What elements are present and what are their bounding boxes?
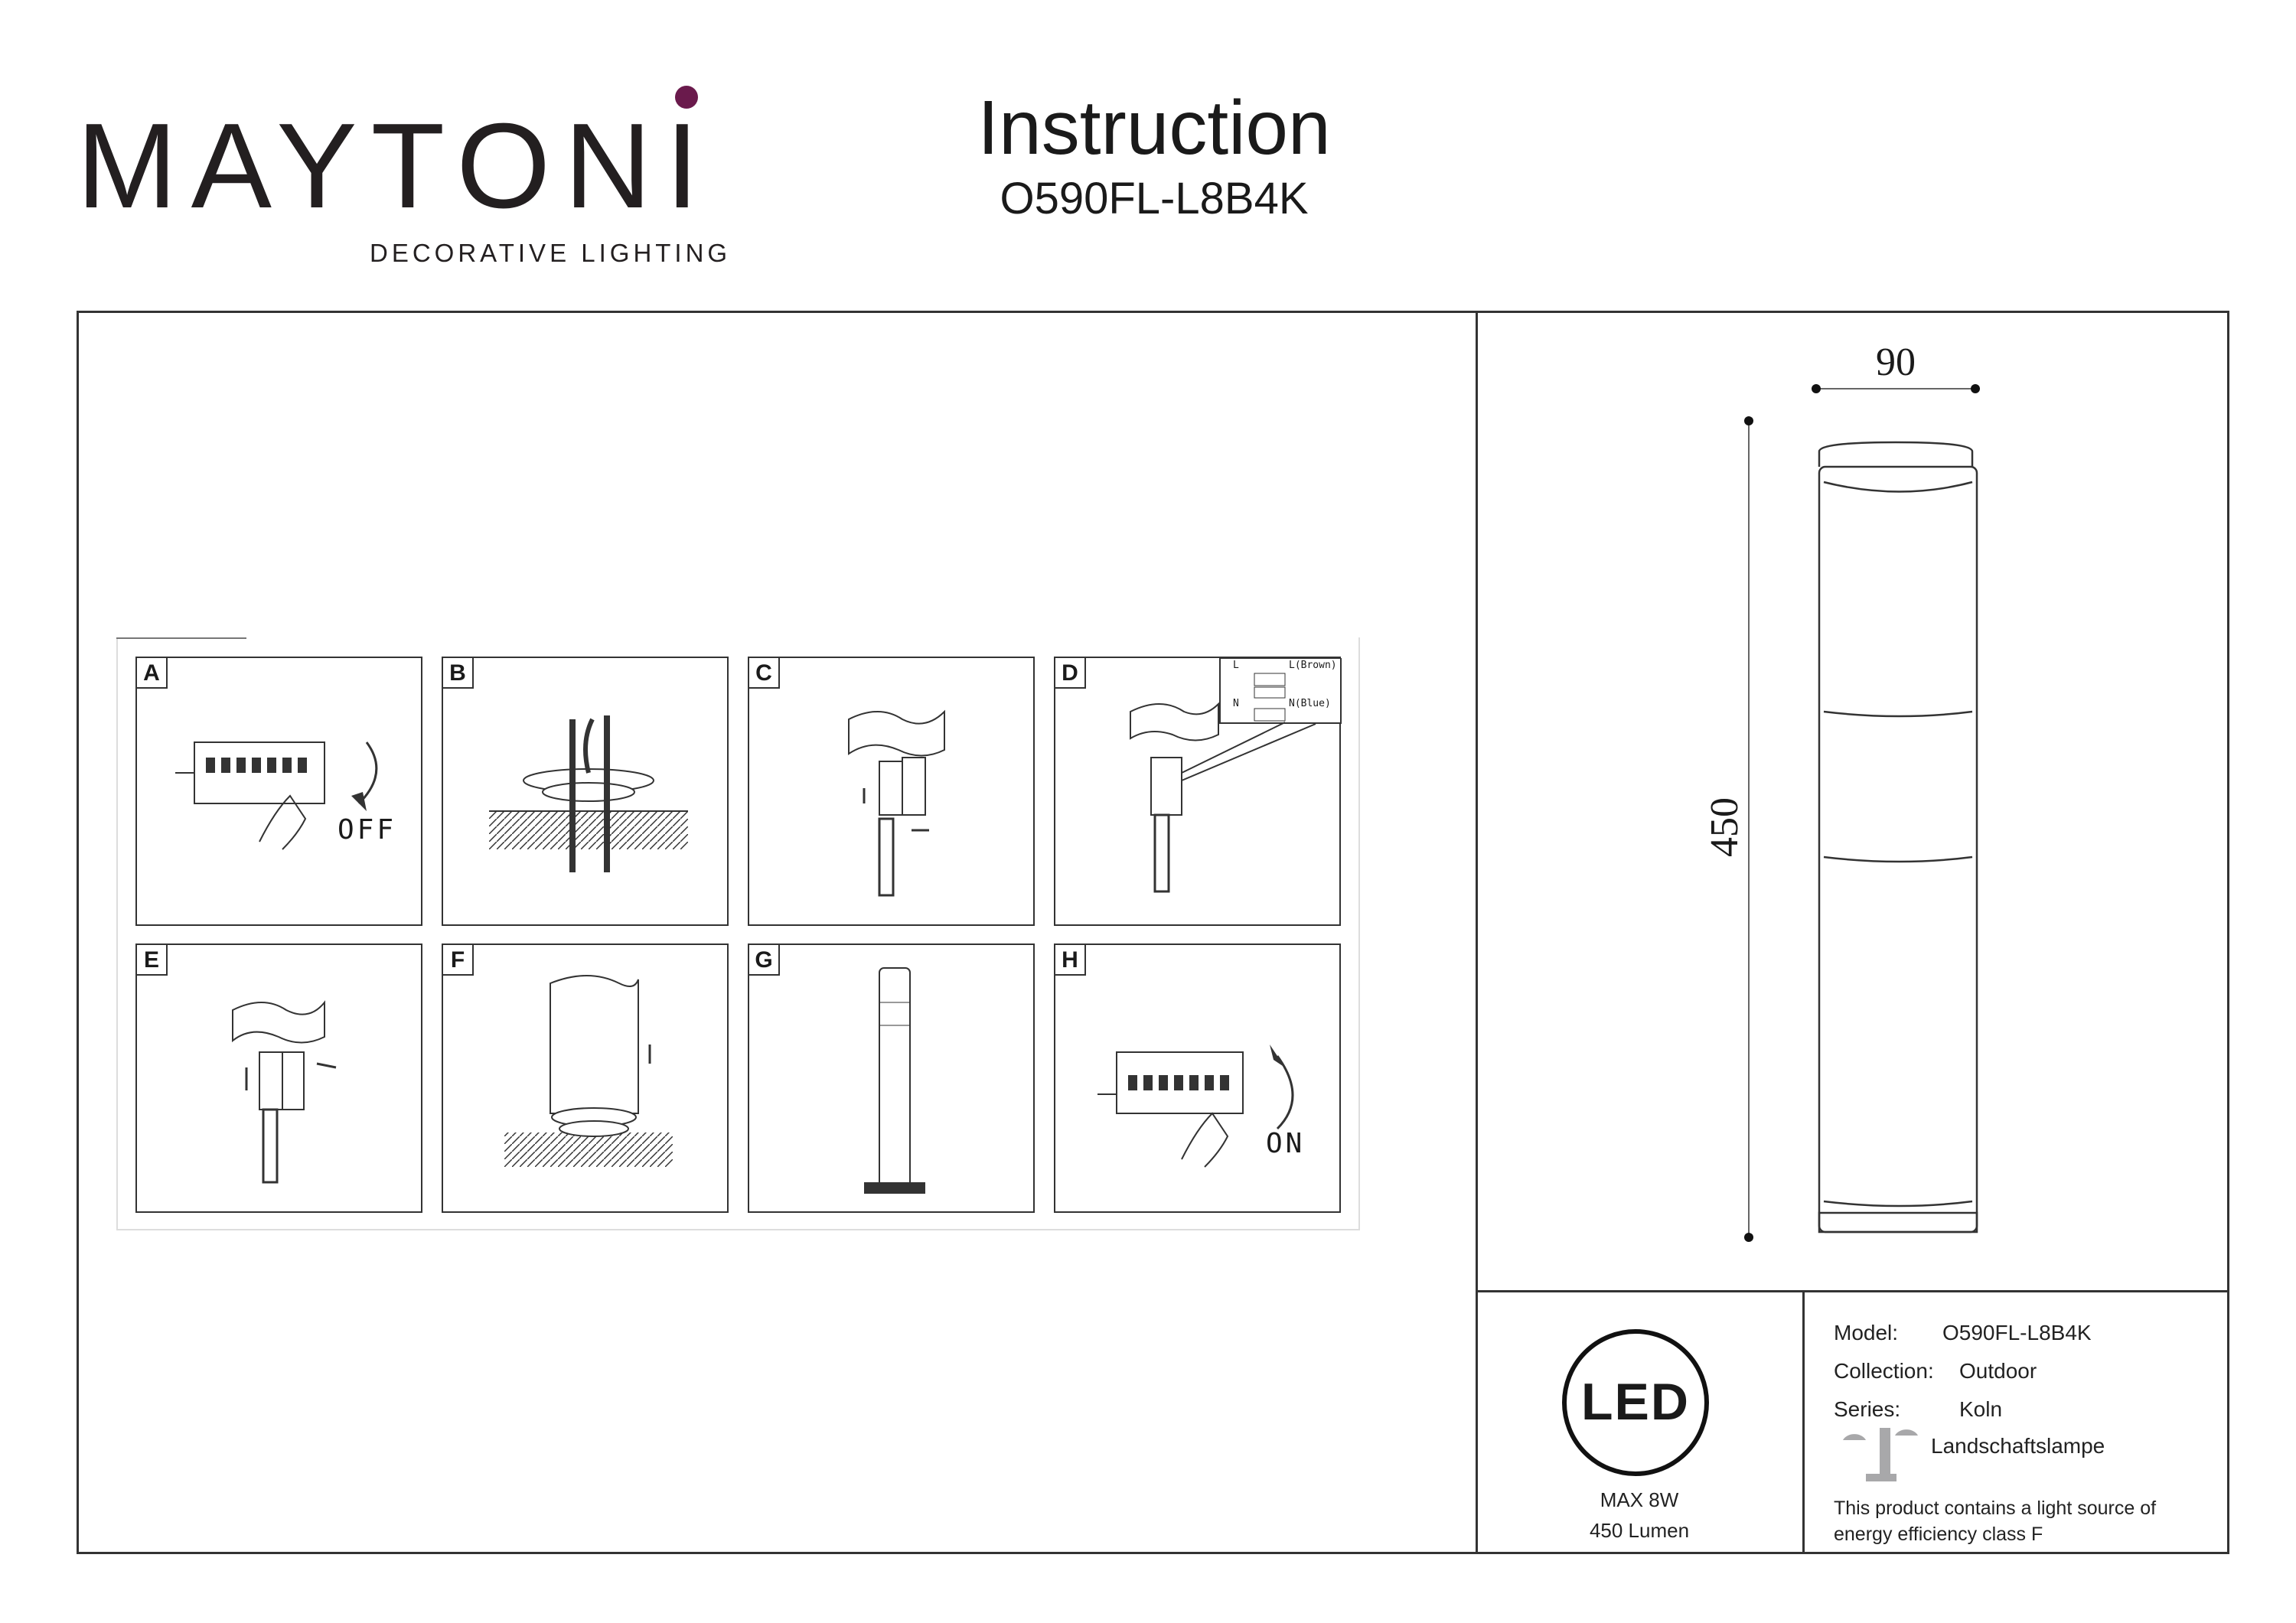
height-dimension: 450 (1703, 797, 1746, 857)
divider (116, 637, 246, 639)
collection-value: Outdoor (1959, 1359, 2037, 1383)
step-b: B (442, 657, 729, 926)
off-label: OFF (338, 814, 397, 846)
installed-lamp-illustration (864, 967, 925, 1194)
wire-label-blue: N(Blue) (1289, 698, 1331, 709)
collection-label: Collection: (1834, 1359, 1934, 1383)
junction-box-illustration (848, 709, 945, 897)
step-c: C (748, 657, 1035, 926)
step-a: A OFF (135, 657, 422, 926)
brand-logo: MAYTONI (77, 99, 713, 233)
landscape-lamp-icon (1843, 1428, 1918, 1481)
product-type: Landschaftslampe (1931, 1434, 2105, 1458)
wire-label-n: N (1233, 698, 1239, 709)
step-label: C (749, 658, 780, 689)
step-d: D L L(Brown) N N(Blue) (1054, 657, 1342, 926)
energy-class: energy efficiency class F (1834, 1524, 2043, 1545)
wire-label-brown: L(Brown) (1289, 660, 1337, 671)
model-value: O590FL-L8B4K (1942, 1321, 2092, 1344)
page-title: Instruction (977, 85, 1331, 171)
document-frame (77, 311, 2229, 1554)
energy-note: This product contains a light source of (1834, 1498, 2157, 1519)
width-dimension: 90 (1876, 341, 1916, 384)
step-g: G (748, 943, 1035, 1213)
logo-dot (675, 86, 698, 109)
series-label: Series: (1834, 1397, 1901, 1421)
lamp-outline (1818, 441, 1978, 1234)
power-rating: MAX 8W (1600, 1488, 1679, 1511)
install-lamp-illustration (504, 975, 673, 1167)
wiring-illustration (1130, 658, 1342, 893)
step-label: E (137, 945, 168, 976)
divider (1802, 1290, 1805, 1554)
step-label: F (443, 945, 474, 976)
series-value: Koln (1959, 1397, 2003, 1421)
breaker-off-illustration (175, 741, 378, 850)
step-label: A (137, 658, 168, 689)
step-label: G (749, 945, 780, 976)
close-box-illustration (232, 1000, 337, 1184)
on-label: ON (1266, 1128, 1306, 1159)
divider (1476, 311, 1478, 1554)
divider (1476, 1290, 2229, 1292)
mounting-screws-illustration (489, 715, 688, 872)
step-label: D (1055, 658, 1086, 689)
step-f: F (442, 943, 729, 1213)
brand-tagline: DECORATIVE LIGHTING (370, 239, 732, 267)
step-label: B (443, 658, 474, 689)
lumen-rating: 450 Lumen (1589, 1519, 1690, 1542)
model-number: O590FL-L8B4K (1000, 174, 1309, 223)
model-label: Model: (1834, 1321, 1899, 1344)
step-h: H ON (1054, 943, 1341, 1213)
wire-label-l: L (1233, 660, 1239, 671)
led-badge-icon: LED (1562, 1329, 1709, 1476)
breaker-on-illustration (1097, 1045, 1294, 1168)
step-e: E (135, 943, 422, 1213)
step-label: H (1055, 945, 1086, 976)
dimension-drawing (1744, 384, 1980, 1242)
steps-area (116, 637, 1360, 1230)
